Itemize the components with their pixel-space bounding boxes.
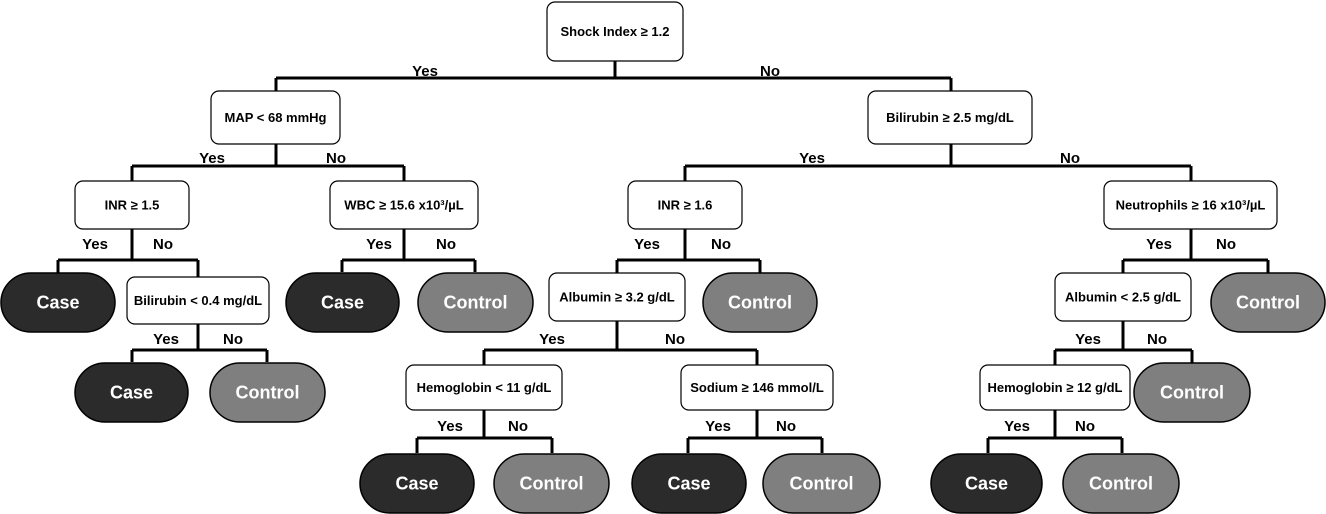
yes-label-hgb12: Yes [1004,418,1030,435]
yes-label-inr16: Yes [634,236,660,253]
leaf-label: Control [728,293,792,313]
no-label-alb25: No [1147,331,1167,348]
leaf-label: Case [395,474,438,494]
connector-bili25 [683,144,1193,181]
condition-label: Hemoglobin < 11 g/dL [417,380,552,395]
condition-label: Albumin ≥ 3.2 g/dL [559,290,675,305]
condition-node-bili04: Bilirubin < 0.4 mg/dL [126,276,270,325]
yes-label-inr15: Yes [82,236,108,253]
leaf-label: Case [110,383,153,403]
yes-label-hgb11: Yes [437,418,463,435]
connector-sodium [686,410,824,453]
connector-root [274,61,953,91]
leaf-label: Control [236,383,300,403]
tree-connectors [56,61,1270,453]
no-label-bili04: No [223,331,243,348]
condition-label: MAP < 68 mmHg [225,110,327,125]
leaf-label: Case [965,474,1008,494]
control-leaf-l3: Control [417,272,534,333]
connector-wbc [340,229,477,272]
control-leaf-l10: Control [493,453,610,514]
connector-hgb11 [415,410,554,453]
leaf-label: Case [667,474,710,494]
condition-label: Hemoglobin ≥ 12 g/dL [988,380,1123,395]
leaf-label: Control [790,474,854,494]
no-label-bili25: No [1060,150,1080,167]
condition-label: INR ≥ 1.5 [105,198,160,213]
yes-label-root: Yes [412,63,438,80]
connector-map [130,144,406,181]
yes-label-sodium: Yes [705,418,731,435]
connector-inr16 [615,229,762,273]
yes-label-neut: Yes [1146,236,1172,253]
connector-alb25 [1053,321,1194,365]
no-label-map: No [326,150,346,167]
no-label-sodium: No [776,418,796,435]
case-leaf-l9: Case [359,453,475,514]
yes-label-alb32: Yes [539,331,565,348]
no-label-hgb12: No [1075,418,1095,435]
connector-inr15 [56,229,200,277]
condition-node-alb32: Albumin ≥ 3.2 g/dL [548,272,686,322]
leaf-label: Control [444,293,508,313]
condition-node-map: MAP < 68 mmHg [210,90,341,145]
no-label-inr15: No [153,236,173,253]
no-label-alb32: No [665,331,685,348]
no-label-inr16: No [711,236,731,253]
leaf-label: Control [520,474,584,494]
condition-node-hgb11: Hemoglobin < 11 g/dL [405,364,563,411]
condition-node-inr16: INR ≥ 1.6 [627,180,743,230]
control-leaf-l5: Control [1210,272,1326,333]
condition-node-hgb12: Hemoglobin ≥ 12 g/dL [979,364,1131,411]
case-leaf-l1: Case [0,272,116,333]
leaf-label: Case [36,293,79,313]
condition-label: Bilirubin ≥ 2.5 mg/dL [886,110,1014,125]
connector-hgb12 [986,410,1124,453]
case-leaf-l2: Case [285,272,400,333]
case-leaf-l6: Case [74,362,189,423]
control-leaf-l8: Control [1133,362,1251,423]
condition-node-wbc: WBC ≥ 15.6 x10³/µL [329,180,479,230]
leaf-label: Control [1089,474,1153,494]
condition-node-alb25: Albumin < 2.5 g/dL [1054,272,1192,322]
condition-label: Shock Index ≥ 1.2 [560,24,669,39]
leaf-label: Control [1236,293,1300,313]
connector-alb32 [482,321,759,365]
no-label-neut: No [1216,236,1236,253]
leaf-label: Control [1160,383,1224,403]
condition-label: Albumin < 2.5 g/dL [1065,290,1181,305]
leaf-label: Case [321,293,364,313]
condition-label: Neutrophils ≥ 16 x10³/µL [1116,198,1266,213]
control-leaf-l12: Control [762,453,881,514]
no-label-wbc: No [436,236,456,253]
condition-node-bili25: Bilirubin ≥ 2.5 mg/dL [867,90,1033,145]
control-leaf-l7: Control [209,362,326,423]
condition-node-root: Shock Index ≥ 1.2 [546,1,684,62]
no-label-hgb11: No [508,418,528,435]
control-leaf-l4: Control [702,272,818,333]
yes-label-wbc: Yes [366,236,392,253]
control-leaf-l14: Control [1062,453,1180,514]
condition-node-neut: Neutrophils ≥ 16 x10³/µL [1103,180,1278,230]
connector-neut [1121,229,1270,273]
no-label-root: No [760,63,780,80]
yes-label-bili25: Yes [799,150,825,167]
condition-label: WBC ≥ 15.6 x10³/µL [344,198,463,213]
condition-node-sodium: Sodium ≥ 146 mmol/L [680,364,834,411]
connector-bili04 [130,324,269,362]
condition-label: Bilirubin < 0.4 mg/dL [134,293,262,308]
condition-label: INR ≥ 1.6 [658,198,713,213]
yes-label-bili04: Yes [153,331,179,348]
yes-label-alb25: Yes [1075,331,1101,348]
case-leaf-l11: Case [631,453,747,514]
condition-label: Sodium ≥ 146 mmol/L [690,380,824,395]
condition-node-inr15: INR ≥ 1.5 [74,180,190,230]
case-leaf-l13: Case [930,453,1043,514]
yes-label-map: Yes [199,150,225,167]
